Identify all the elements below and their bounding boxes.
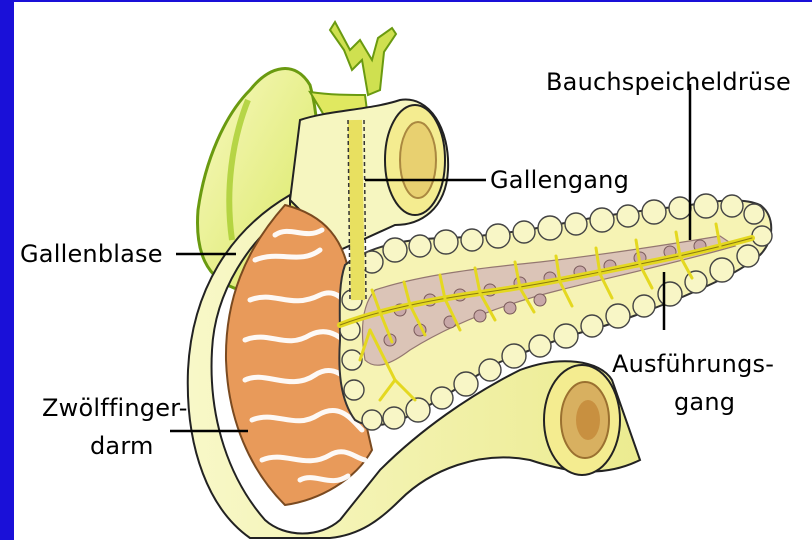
label-gallenblase: Gallenblase [20, 242, 163, 266]
label-gallengang: Gallengang [490, 168, 629, 192]
label-ausfuehrungsgang-line1: Ausführungs- [612, 352, 774, 376]
bile-duct [355, 120, 358, 300]
label-bauchspeicheldruese: Bauchspeicheldrüse [546, 70, 791, 94]
label-zwoelffingerdarm-line2: darm [90, 434, 154, 458]
label-zwoelffingerdarm-line1: Zwölffinger- [42, 396, 188, 420]
label-ausfuehrungsgang-line2: gang [674, 390, 735, 414]
hepatic-duct [330, 22, 396, 95]
